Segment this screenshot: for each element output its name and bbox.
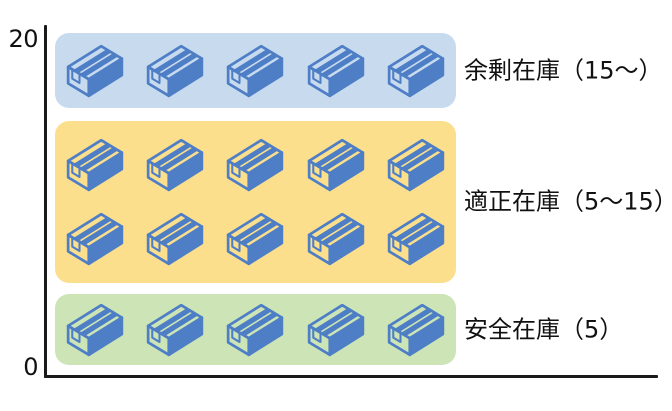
cardboard-box-icon xyxy=(55,136,135,194)
cardboard-box-icon xyxy=(376,210,456,268)
zone-label-surplus: 余剰在庫（15〜） xyxy=(464,56,663,85)
cardboard-box-icon xyxy=(55,42,135,100)
box-row xyxy=(55,210,456,268)
y-axis-max-label: 20 xyxy=(8,25,38,53)
cardboard-box-icon xyxy=(135,301,215,359)
zone-band-surplus xyxy=(55,33,456,108)
cardboard-box-icon xyxy=(55,210,135,268)
cardboard-box-icon xyxy=(135,136,215,194)
zone-label-optimal: 適正在庫（5〜15） xyxy=(464,187,672,216)
cardboard-box-icon xyxy=(376,301,456,359)
cardboard-box-icon xyxy=(215,42,295,100)
x-axis-line xyxy=(44,375,658,378)
cardboard-box-icon xyxy=(296,210,376,268)
zone-band-safety xyxy=(55,294,456,365)
box-row xyxy=(55,136,456,194)
cardboard-box-icon xyxy=(376,42,456,100)
cardboard-box-icon xyxy=(215,301,295,359)
box-row xyxy=(55,42,456,100)
cardboard-box-icon xyxy=(376,136,456,194)
cardboard-box-icon xyxy=(135,42,215,100)
cardboard-box-icon xyxy=(215,210,295,268)
y-axis-min-label: 0 xyxy=(23,353,38,381)
zone-band-optimal xyxy=(55,121,456,283)
cardboard-box-icon xyxy=(55,301,135,359)
box-row xyxy=(55,301,456,359)
y-axis-line xyxy=(44,25,47,378)
cardboard-box-icon xyxy=(296,136,376,194)
cardboard-box-icon xyxy=(135,210,215,268)
cardboard-box-icon xyxy=(296,42,376,100)
zone-label-safety: 安全在庫（5） xyxy=(464,315,624,344)
cardboard-box-icon xyxy=(215,136,295,194)
cardboard-box-icon xyxy=(296,301,376,359)
